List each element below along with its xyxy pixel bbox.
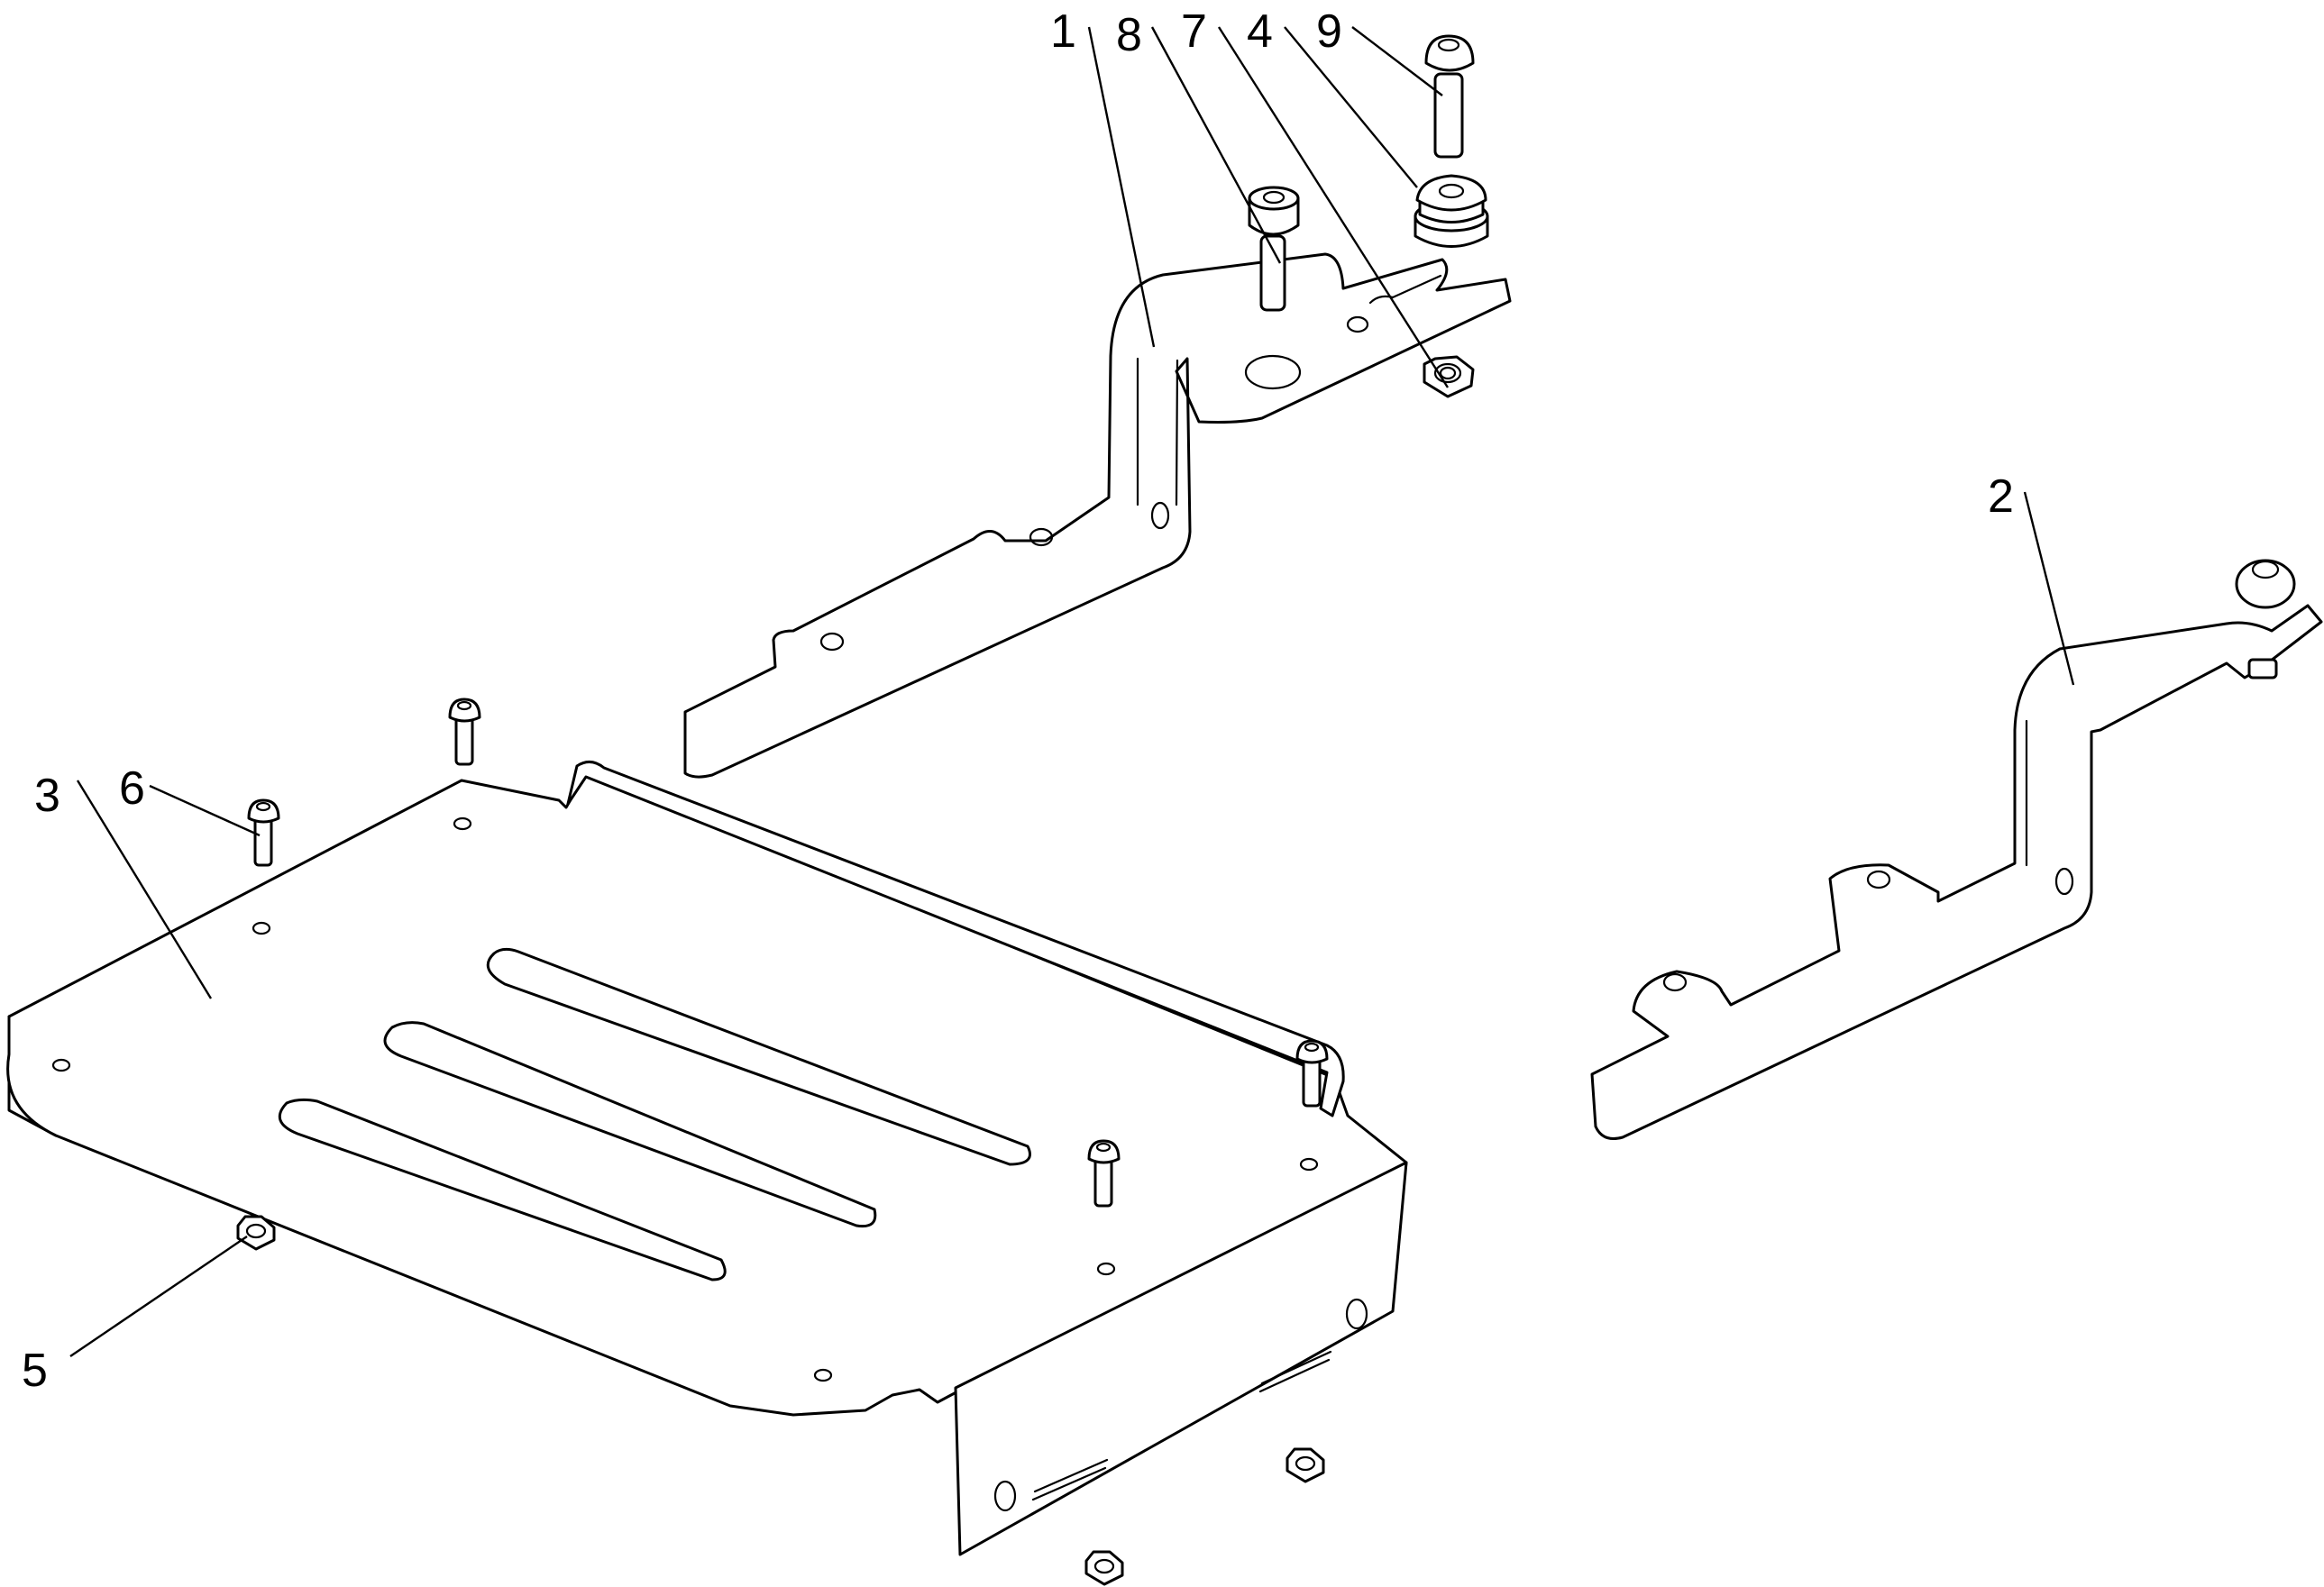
- bushing: [1414, 174, 1489, 248]
- plate-hole: [1096, 1262, 1116, 1276]
- leader-8: [1150, 26, 1282, 264]
- bracket-right-tab-hole: [1866, 870, 1891, 889]
- bracket-left-tab-hole: [1029, 527, 1054, 547]
- hex-nut: [1084, 1550, 1124, 1586]
- button-screw: [448, 698, 481, 766]
- bracket-right-side-hole: [2054, 867, 2074, 896]
- bracket-left-small-hole: [1346, 315, 1369, 333]
- plate-hole: [1299, 1157, 1319, 1172]
- leader-7: [1217, 26, 1450, 388]
- cap-screw: [1248, 186, 1300, 312]
- bracket-left-body: [683, 252, 1512, 779]
- button-screw: [1087, 1139, 1121, 1208]
- base-plate: [6, 761, 1408, 1556]
- leader-lines: [69, 26, 2075, 1357]
- flange-hole-1: [993, 1480, 1017, 1512]
- bracket-left-tab-hole: [819, 632, 845, 652]
- bracket-left-large-hole: [1244, 354, 1302, 390]
- bracket-right-bolt-head: [2235, 559, 2296, 609]
- hex-nut: [1286, 1447, 1325, 1483]
- hex-nut-upper: [1423, 355, 1475, 398]
- plate-slot-1: [486, 947, 1031, 1166]
- flange-slot-2: [1258, 1350, 1332, 1393]
- leader-1: [1087, 26, 1156, 348]
- plate-hole: [453, 816, 472, 831]
- button-head-screw: [1424, 34, 1475, 159]
- callout-4: 4: [1247, 5, 1273, 58]
- bracket-right: [1590, 559, 2323, 1140]
- leader-6: [149, 784, 261, 837]
- base-plate-rear-lip: [566, 761, 1345, 1117]
- bracket-right-fold: [2025, 719, 2093, 867]
- callout-5: 5: [22, 1345, 48, 1397]
- leader-5: [69, 1236, 248, 1357]
- callouts: 1 8 7 4 9 2 3 6 5: [22, 5, 2014, 1397]
- plate-hole: [252, 921, 271, 935]
- bracket-left: [683, 252, 1512, 779]
- bracket-right-bolt-nut: [2247, 658, 2278, 679]
- button-screw: [1295, 1039, 1329, 1108]
- callout-7: 7: [1181, 5, 1207, 58]
- leader-9: [1351, 26, 1443, 96]
- leader-2: [2023, 491, 2075, 686]
- callout-9: 9: [1316, 5, 1342, 58]
- callout-2: 2: [1988, 470, 2014, 523]
- leader-3: [76, 780, 213, 999]
- plate-slot-3: [278, 1098, 727, 1281]
- leader-4: [1284, 26, 1418, 188]
- bracket-left-side-hole: [1150, 501, 1170, 530]
- hex-nut-5: [236, 1215, 276, 1251]
- bracket-right-bolt-socket: [2251, 560, 2280, 579]
- bracket-left-slot: [1368, 274, 1442, 305]
- bracket-right-body: [1590, 604, 2323, 1140]
- plate-slot-2: [383, 1021, 877, 1228]
- flange-slot-1: [1031, 1458, 1109, 1501]
- callout-1: 1: [1050, 5, 1076, 58]
- bracket-left-fold: [1136, 357, 1179, 506]
- callout-3: 3: [34, 770, 60, 822]
- callout-8: 8: [1116, 9, 1142, 61]
- callout-6: 6: [119, 762, 145, 815]
- plate-hole: [813, 1368, 833, 1382]
- flange-hole-2: [1345, 1298, 1368, 1330]
- plate-hole: [51, 1058, 71, 1072]
- button-screw-6: [247, 798, 280, 867]
- bracket-right-tab-hole: [1662, 972, 1688, 992]
- base-plate-front-flange: [954, 1161, 1408, 1556]
